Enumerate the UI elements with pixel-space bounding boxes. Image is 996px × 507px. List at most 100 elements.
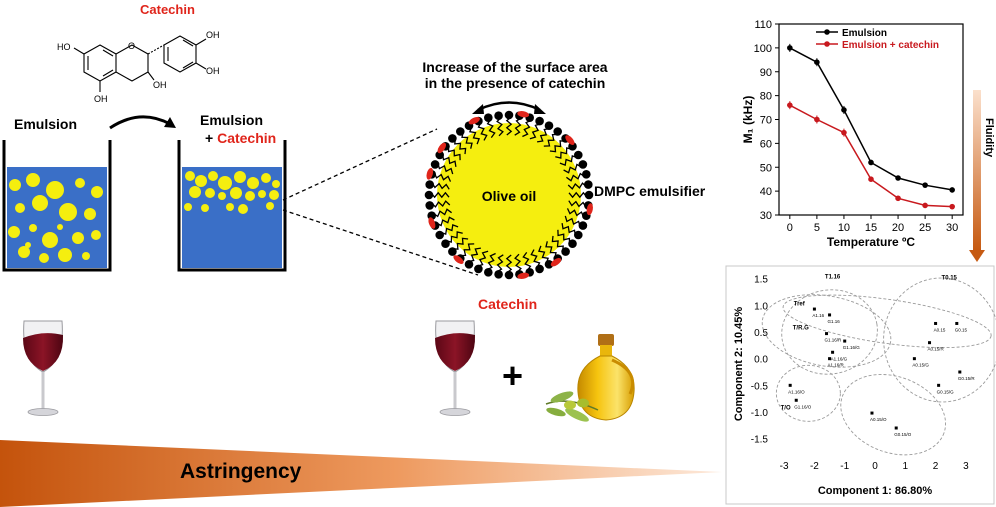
lipid-head bbox=[578, 160, 588, 169]
oil-droplet bbox=[29, 224, 37, 232]
oil-droplet bbox=[75, 178, 85, 188]
lipid-tail bbox=[461, 131, 473, 149]
lipid-tail bbox=[496, 116, 504, 137]
addition-arrow-icon bbox=[109, 115, 171, 130]
molecule-oh-2: OH bbox=[206, 66, 220, 76]
pca-x-tick-label: 0 bbox=[872, 461, 878, 472]
wine-glass-icon bbox=[435, 320, 476, 416]
lipid-head bbox=[448, 134, 457, 143]
series-point bbox=[922, 182, 928, 188]
pca-x-tick-label: -3 bbox=[780, 461, 789, 472]
lipid-head bbox=[504, 270, 514, 280]
lipid-tail bbox=[557, 229, 571, 245]
zoom-line-top bbox=[282, 128, 438, 201]
pca-group-label: T0.15 bbox=[942, 276, 958, 282]
x-tick-label: 0 bbox=[787, 222, 793, 234]
pca-point-label: A0.15/O bbox=[870, 417, 887, 422]
lipid-tail bbox=[433, 172, 452, 182]
left-beaker-oil-droplets bbox=[8, 173, 103, 263]
x-tick-label: 15 bbox=[865, 222, 877, 234]
lipid-head bbox=[535, 264, 544, 274]
lipid-tail bbox=[567, 182, 588, 190]
series-point bbox=[922, 202, 928, 209]
left-beaker-outline bbox=[2, 140, 112, 272]
lipid-head bbox=[484, 113, 493, 122]
lipid-tail bbox=[441, 153, 457, 168]
lipid-tail bbox=[566, 172, 586, 182]
pca-point-label: A1.16 bbox=[812, 313, 824, 318]
lipid-tail bbox=[555, 147, 573, 159]
pca-y-tick-label: 1.5 bbox=[754, 275, 768, 286]
series-point bbox=[949, 203, 955, 210]
pca-x-tick-label: 1 bbox=[903, 461, 909, 472]
pca-point bbox=[955, 321, 959, 325]
lipid-tail bbox=[514, 117, 522, 136]
oil-droplet bbox=[247, 177, 259, 189]
lipid-head bbox=[435, 230, 445, 240]
lipid-head bbox=[456, 127, 465, 136]
pca-point bbox=[934, 321, 938, 325]
lipid-head bbox=[578, 221, 588, 230]
lipid-head bbox=[535, 116, 544, 126]
pca-x-axis-title: Component 1: 86.80% bbox=[818, 485, 933, 497]
catechin-molecule bbox=[428, 217, 436, 229]
catechin-molecule bbox=[517, 272, 530, 279]
pca-x-tick-label: -2 bbox=[810, 461, 819, 472]
emulsion-right-catechin-label: + Catechin bbox=[205, 130, 276, 146]
pca-point-label: A1.16/O bbox=[788, 389, 805, 394]
oil-droplet bbox=[195, 175, 207, 187]
pca-y-tick-label: -1.0 bbox=[751, 408, 769, 419]
lipid-head bbox=[494, 111, 503, 120]
catechin-molecule bbox=[437, 142, 447, 154]
catechin-molecule bbox=[426, 167, 434, 180]
series-point bbox=[949, 187, 955, 193]
series-point bbox=[787, 45, 793, 51]
lipid-tail bbox=[543, 133, 559, 147]
oil-droplet bbox=[208, 171, 218, 181]
pca-y-tick-label: 0.0 bbox=[754, 355, 768, 366]
lipid-tail bbox=[568, 191, 588, 199]
lipid-head bbox=[561, 247, 570, 256]
oil-droplet bbox=[226, 203, 234, 211]
y-tick-label: 80 bbox=[760, 91, 772, 103]
pca-group-label: T/O bbox=[781, 405, 791, 411]
series-point bbox=[895, 175, 901, 181]
pca-group-label: T1.16 bbox=[825, 275, 841, 281]
molecule-oh-3: HO bbox=[57, 42, 71, 52]
lipid-tail bbox=[496, 254, 504, 273]
pca-point-label: G1.16/R bbox=[825, 338, 843, 343]
pca-point bbox=[812, 307, 816, 311]
catechin-molecule bbox=[468, 116, 480, 125]
pca-point bbox=[828, 357, 832, 361]
lipid-tail bbox=[566, 208, 585, 218]
dmpc-emulsifier-shell bbox=[424, 110, 594, 280]
x-tick-label: 20 bbox=[892, 222, 904, 234]
pca-point-label: G0.15/G bbox=[937, 389, 955, 394]
fluidity-label: Fluidity bbox=[983, 118, 995, 158]
oil-droplet bbox=[185, 171, 195, 181]
expansion-arrowhead-left-icon bbox=[472, 104, 484, 114]
pca-chart-frame bbox=[725, 265, 995, 505]
lipid-tail bbox=[514, 253, 522, 274]
oil-droplet bbox=[234, 171, 246, 183]
olive-oil-label: Olive oil bbox=[482, 188, 536, 204]
oil-droplet bbox=[9, 179, 21, 191]
lipid-tail bbox=[530, 249, 541, 269]
lipid-head bbox=[430, 160, 440, 169]
lipid-head bbox=[574, 230, 583, 240]
oil-droplet bbox=[15, 203, 25, 213]
molecule-oh-1: OH bbox=[206, 30, 220, 40]
pca-point bbox=[794, 398, 798, 402]
oil-droplet bbox=[258, 190, 266, 198]
pca-point-label: G1.16/O bbox=[794, 404, 812, 409]
molecule-o-atom: O bbox=[128, 41, 135, 51]
x-tick-label: 5 bbox=[814, 222, 820, 234]
pca-y-axis-title: Component 2: 10.45% bbox=[733, 307, 745, 422]
lipid-tail bbox=[522, 252, 532, 272]
lipid-tail bbox=[459, 243, 475, 257]
lipid-tail bbox=[536, 127, 551, 143]
pca-point bbox=[825, 332, 829, 336]
